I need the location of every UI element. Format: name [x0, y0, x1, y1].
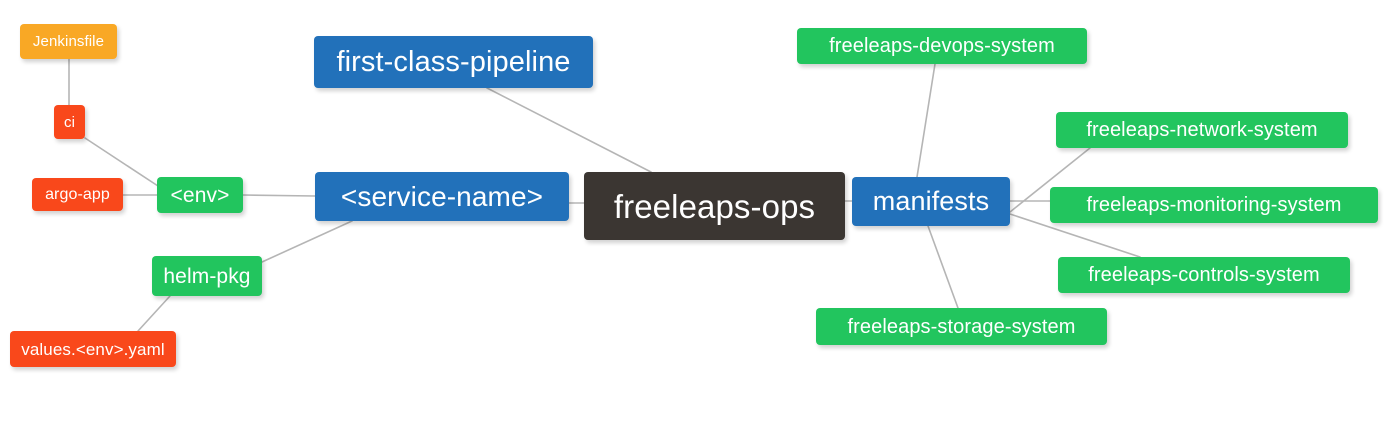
node-devops-system[interactable]: freeleaps-devops-system [797, 28, 1087, 64]
edge-helm-pkg-to-service-name [261, 220, 353, 263]
node-controls-system[interactable]: freeleaps-controls-system [1058, 257, 1350, 293]
node-label-devops-system: freeleaps-devops-system [829, 35, 1055, 57]
node-helm-pkg[interactable]: helm-pkg [152, 256, 262, 296]
edge-values-yaml-to-helm-pkg [137, 295, 171, 332]
node-label-env: <env> [170, 183, 230, 207]
node-env[interactable]: <env> [157, 177, 243, 213]
node-label-argo-app: argo-app [45, 185, 110, 203]
node-label-controls-system: freeleaps-controls-system [1088, 264, 1320, 286]
node-label-values-yaml: values.<env>.yaml [21, 339, 165, 359]
node-first-class-pipeline[interactable]: first-class-pipeline [314, 36, 593, 88]
node-label-first-class-pipeline: first-class-pipeline [336, 45, 571, 78]
node-network-system[interactable]: freeleaps-network-system [1056, 112, 1348, 148]
node-label-network-system: freeleaps-network-system [1086, 119, 1318, 141]
node-argo-app[interactable]: argo-app [32, 178, 123, 211]
node-label-freeleaps-ops: freeleaps-ops [613, 187, 816, 225]
edge-manifests-to-devops-system [916, 63, 936, 178]
edge-manifests-to-storage-system [927, 225, 959, 309]
node-label-storage-system: freeleaps-storage-system [847, 315, 1076, 338]
node-label-monitoring-system: freeleaps-monitoring-system [1086, 194, 1342, 216]
node-label-ci: ci [63, 113, 76, 131]
node-jenkinsfile[interactable]: Jenkinsfile [20, 24, 117, 59]
node-manifests[interactable]: manifests [852, 177, 1010, 226]
node-label-manifests: manifests [872, 186, 990, 216]
node-label-helm-pkg: helm-pkg [163, 264, 251, 288]
node-storage-system[interactable]: freeleaps-storage-system [816, 308, 1107, 345]
edge-env-to-service-name [242, 194, 316, 197]
node-label-service-name: <service-name> [340, 180, 544, 212]
node-service-name[interactable]: <service-name> [315, 172, 569, 221]
edge-first-class-pipeline-to-freeleaps-ops [486, 87, 652, 173]
node-monitoring-system[interactable]: freeleaps-monitoring-system [1050, 187, 1378, 223]
node-ci[interactable]: ci [54, 105, 85, 139]
node-label-jenkinsfile: Jenkinsfile [32, 33, 105, 50]
node-values-yaml[interactable]: values.<env>.yaml [10, 331, 176, 367]
node-freeleaps-ops[interactable]: freeleaps-ops [584, 172, 845, 240]
